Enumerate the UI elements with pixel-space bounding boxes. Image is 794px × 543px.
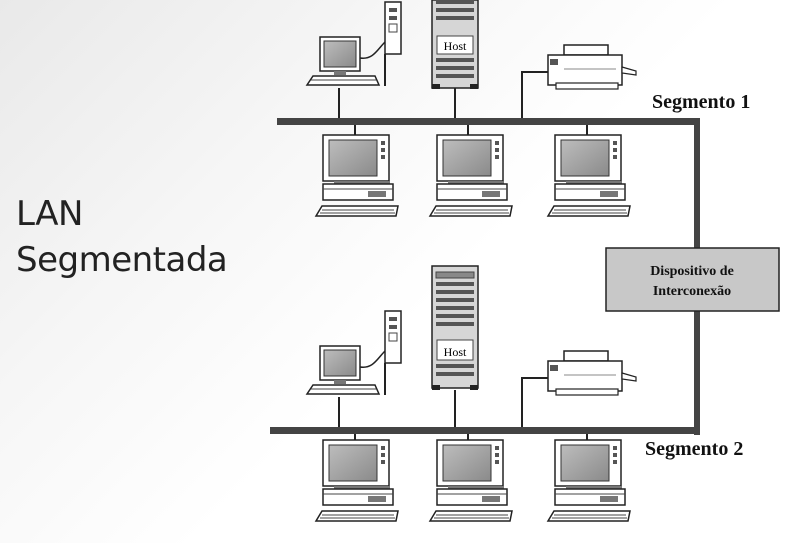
segment-2-printer-icon	[547, 350, 637, 396]
segment-1-backbone	[277, 118, 700, 125]
segment-2-backbone	[270, 427, 700, 434]
segment-1-printer-icon	[547, 44, 637, 90]
segment-2-host-server-icon: Host	[431, 265, 479, 390]
segment-1-pc-icon	[547, 134, 631, 217]
segment-2-printer-link	[521, 377, 552, 427]
riser-upper	[694, 118, 700, 249]
device-label-line-1: Dispositivo de	[650, 264, 734, 279]
segment-2-workstation-icon	[306, 310, 402, 396]
segment-1-workstation-icon	[306, 1, 402, 87]
segment-2-pc-icon	[547, 439, 631, 522]
segment-1-host-server-icon: Host	[431, 0, 479, 89]
segment-2-label: Segmento 2	[645, 438, 743, 460]
slide-title-line-1: LAN	[16, 194, 83, 234]
segment-1-pc-icon	[429, 134, 513, 217]
riser-lower	[694, 311, 700, 435]
device-label-line-2: Interconexão	[653, 284, 731, 299]
segment-1-label: Segmento 1	[652, 91, 750, 113]
segment-1-host-label: Host	[444, 39, 467, 53]
segment-2-pc-icon	[429, 439, 513, 522]
segment-1: Host Segmento 1	[277, 0, 750, 217]
segment-1-printer-link	[521, 71, 552, 118]
slide-title-line-2: Segmentada	[16, 240, 228, 280]
interconnection-device: Dispositivo de Interconexão	[605, 247, 780, 312]
segment-2-pc-icon	[315, 439, 399, 522]
segment-2-host-label: Host	[444, 345, 467, 359]
segment-2: Host Segmento 2	[270, 265, 743, 522]
segment-1-pc-icon	[315, 134, 399, 217]
